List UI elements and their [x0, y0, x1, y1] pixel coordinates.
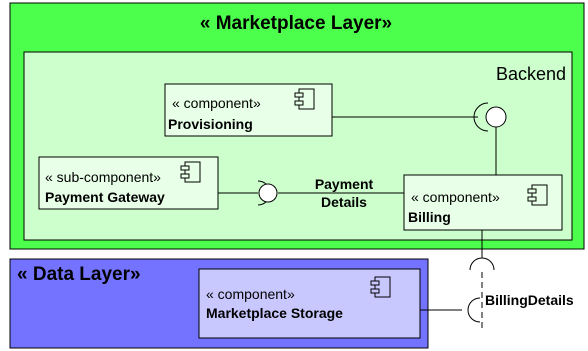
- payment-gateway-stereotype: « sub-component»: [45, 169, 161, 185]
- data-layer-title: « Data Layer»: [17, 264, 141, 285]
- billing-stereotype: « component»: [411, 189, 500, 205]
- backend-label: Backend: [496, 64, 566, 84]
- payment-details-label-line2: Details: [321, 194, 367, 210]
- billing-details-label: BillingDetails: [485, 292, 574, 308]
- marketplace-storage-component[interactable]: « component» Marketplace Storage: [198, 268, 421, 339]
- provisioning-name: Provisioning: [168, 116, 253, 132]
- billing-details-socket-bottom: [467, 297, 481, 323]
- provisioning-stereotype: « component»: [172, 95, 261, 111]
- payment-gateway-name: Payment Gateway: [45, 189, 165, 205]
- component-icon: [180, 161, 201, 183]
- provisioning-interface: [473, 102, 507, 132]
- payment-details-label-line1: Payment: [315, 176, 374, 192]
- storage-stereotype: « component»: [206, 286, 295, 302]
- payment-gateway-component[interactable]: « sub-component» Payment Gateway: [38, 156, 219, 210]
- component-icon: [370, 276, 391, 298]
- billing-details-socket-top: [469, 257, 495, 271]
- billing-component[interactable]: « component» Billing: [403, 174, 563, 231]
- provisioning-component[interactable]: « component» Provisioning: [164, 83, 333, 137]
- component-icon: [294, 88, 315, 110]
- connectors: [218, 116, 497, 330]
- payment-details-interface: [257, 180, 278, 206]
- marketplace-layer-title: « Marketplace Layer»: [200, 13, 392, 34]
- component-icon: [527, 184, 548, 206]
- storage-name: Marketplace Storage: [206, 305, 343, 321]
- billing-name: Billing: [408, 209, 451, 225]
